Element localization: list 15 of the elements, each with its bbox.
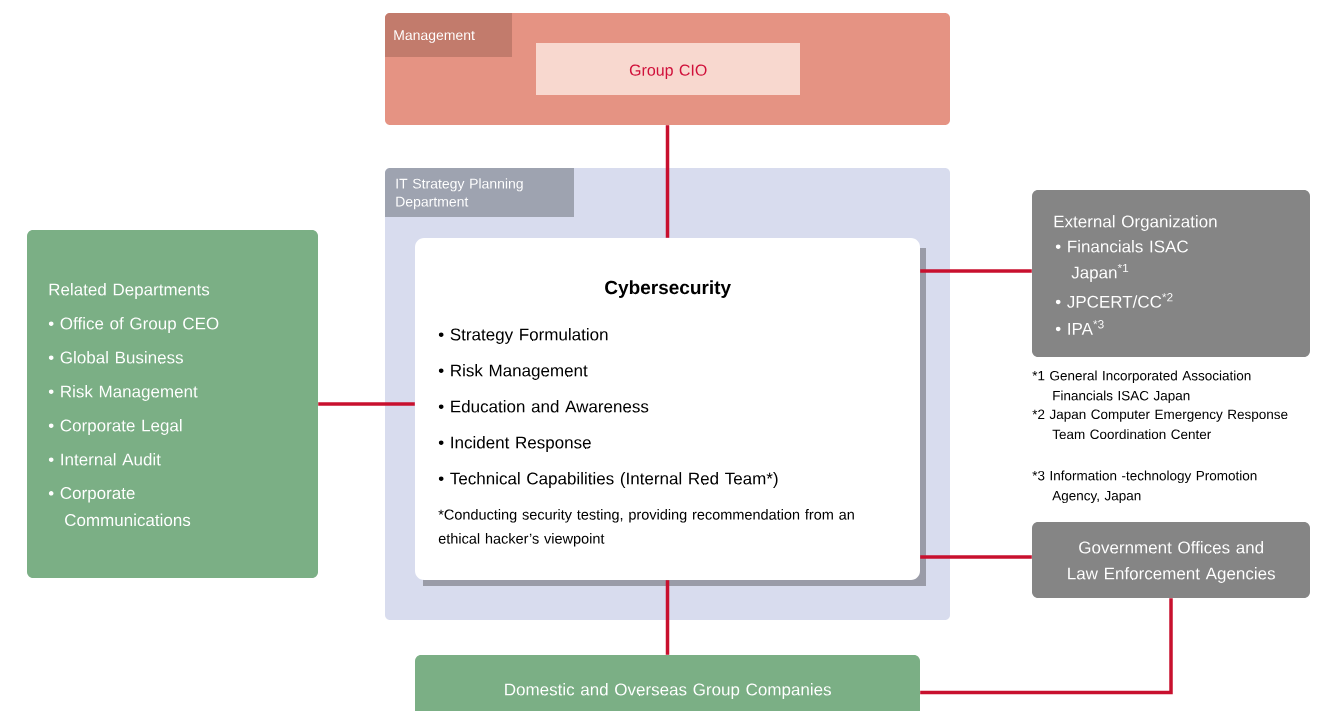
connector-line (920, 269, 1032, 273)
department-box: Related Departments • Office of Group CEO • Global Business • Risk Management • Corporate Legal • Internal Audit • Corporate Communications (27, 230, 318, 578)
role-box: Group CIO (536, 43, 800, 95)
footnote: *2 Japan Computer Emergency Response Team Coordination Center (1032, 409, 1288, 440)
connector-line (665, 125, 670, 238)
connector-line (920, 555, 1032, 559)
connector-line (920, 598, 1173, 695)
organization-box: External Organization • Financials ISAC Japan$^{*1}$ • JPCERT/CC$^{*2}$ • IPA$^{*3}$ (1032, 190, 1310, 357)
connector-line (318, 402, 415, 406)
footnote: *3 Information -technology Promotion Agency, Japan (1032, 470, 1257, 504)
function-card: Cybersecurity • Strategy Formulation • Risk Management • Education and Awareness • Incident Response • Technical Capabilities (Internal Red Team*) *Conducting security testing, providing recommendation from an ethical hacker’s viewpoint (415, 238, 926, 586)
group-box: Domestic and Overseas Group Companies (415, 655, 920, 711)
footnote: *1 General Incorporated Association Financials ISAC Japan (1032, 370, 1251, 404)
organization-box: Government Offices and Law Enforcement Agencies (1032, 522, 1310, 598)
connector-line (665, 580, 670, 655)
